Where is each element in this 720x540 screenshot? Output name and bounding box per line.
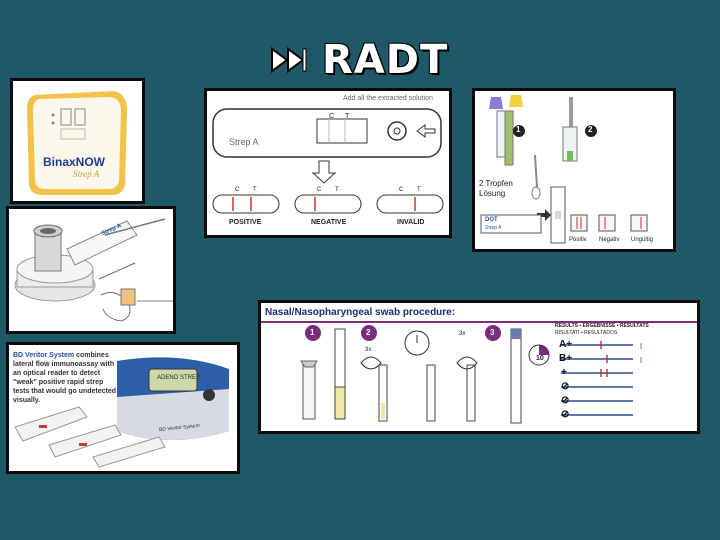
veritor-screen-text: ADENO STREP — [157, 375, 201, 381]
diagram-cassette-label: Strep A — [229, 137, 259, 147]
german-result-invalid: Ungültig — [631, 237, 654, 243]
nasal-result-invalid-2: ⊘ — [561, 395, 570, 406]
german-result-negative: Negativ — [599, 237, 620, 243]
german-drops-text: 2 Tropfen — [479, 179, 513, 188]
veritor-description-text: combines lateral flow immunoassay with a… — [13, 352, 117, 404]
nasal-result-a-plus: A+ — [559, 339, 573, 350]
german-procedure-illustration — [475, 91, 673, 249]
nasal-header-band — [261, 303, 697, 323]
nasal-results-subheader: RISULTATI ▪ RESULTADOS — [555, 330, 618, 336]
nasal-timer-value: 10 — [536, 355, 544, 362]
binax-now-photo: BinaxNOW Strep A — [10, 78, 145, 204]
result-positive-label: POSITIVE — [229, 219, 262, 226]
german-step-1: 1 — [516, 125, 521, 134]
german-cassette-label: DOT — [485, 217, 498, 223]
german-procedure-panel: 1 2 2 Tropfen Lösung DOT Strep A Positiv… — [472, 88, 676, 252]
strep-kit-photo: Strep A — [6, 206, 176, 334]
nasal-result-invalid-3: ⊘ — [561, 409, 570, 420]
binax-device-illustration — [13, 81, 142, 201]
nasal-swab-panel: Nasal/Nasopharyngeal swab procedure: — [258, 300, 700, 434]
diagram-t-neg: T — [335, 187, 339, 193]
diagram-c-pos: C — [235, 187, 240, 193]
result-diagram-illustration — [207, 91, 449, 235]
strep-kit-illustration — [9, 209, 173, 331]
veritor-brand-label: BD Veritor System — [13, 352, 75, 359]
fast-forward-icon — [271, 47, 307, 73]
result-negative-label: NEGATIVE — [311, 219, 347, 226]
veritor-description: BD Veritor System combines lateral flow … — [13, 351, 117, 405]
nasal-result-invalid-1: ⊘ — [561, 381, 570, 392]
diagram-c-label: C — [329, 113, 335, 120]
binax-product-label: Strep A — [73, 169, 100, 179]
german-result-positive: Positiv — [569, 237, 587, 243]
binax-brand-label: BinaxNOW — [43, 155, 106, 169]
slide-title: RADT — [270, 37, 449, 83]
bd-veritor-photo: BD Veritor System combines lateral flow … — [6, 342, 240, 474]
diagram-c-neg: C — [317, 187, 322, 193]
diagram-c-inv: C — [399, 187, 404, 193]
diagram-instruction: Add all the extracted solution — [343, 95, 433, 102]
nasal-step-2: 2 — [366, 328, 371, 337]
diagram-t-inv: T — [417, 187, 421, 193]
nasal-rotation-2: 3x — [459, 331, 466, 337]
nasal-result-b-plus: B+ — [559, 353, 573, 364]
diagram-t-label: T — [345, 113, 350, 120]
slide-title-text: RADT — [322, 37, 449, 83]
result-diagram: Add all the extracted solution C T Strep… — [204, 88, 452, 238]
nasal-procedure-illustration — [300, 325, 642, 424]
diagram-t-pos: T — [253, 187, 257, 193]
german-cassette-sub: Strep A — [485, 225, 502, 231]
nasal-step-3: 3 — [490, 328, 495, 337]
nasal-results-header: RESULTS ▪ ERGEBNISSE ▪ RÉSULTATS — [555, 323, 649, 329]
german-step-2: 2 — [588, 125, 593, 134]
nasal-result-plus: + — [561, 367, 567, 378]
nasal-step-1: 1 — [310, 328, 315, 337]
result-invalid-label: INVALID — [397, 219, 425, 226]
nasal-rotation-1: 3x — [365, 347, 372, 353]
german-solution-text: Lösung — [479, 189, 506, 198]
veritor-illustration — [9, 345, 237, 471]
nasal-procedure-title: Nasal/Nasopharyngeal swab procedure: — [265, 307, 456, 318]
